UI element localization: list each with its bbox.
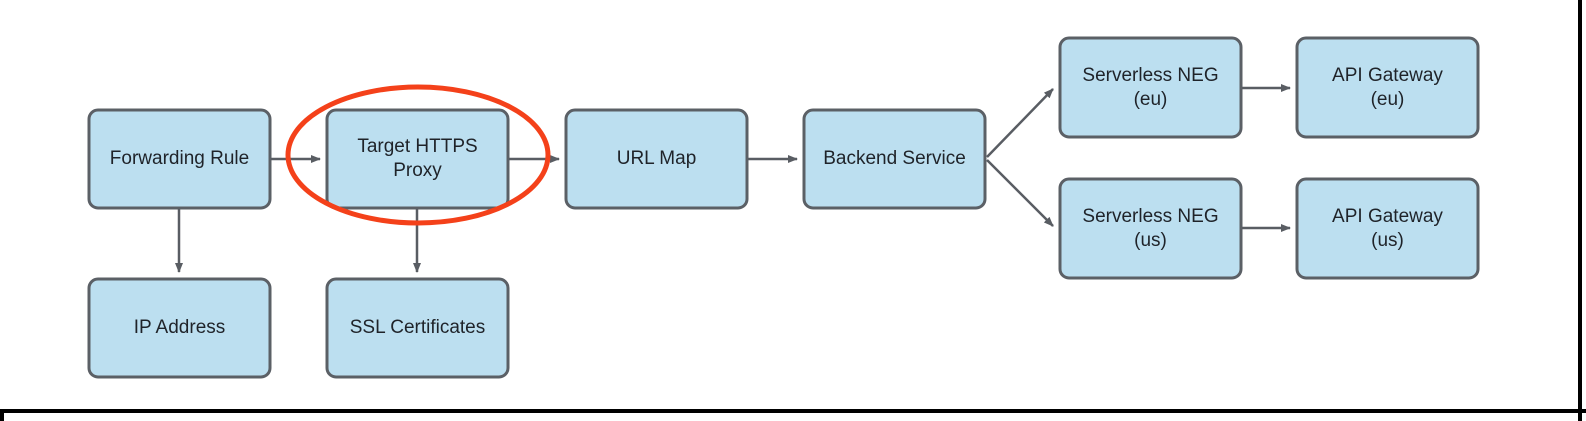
node-shape-forwarding-rule[interactable]: [87, 108, 272, 210]
node-api-gateway-eu[interactable]: [1295, 36, 1480, 139]
frame-bottom-border: [0, 409, 1586, 413]
node-serverless-neg-us[interactable]: [1058, 177, 1243, 280]
node-forwarding-rule[interactable]: [87, 108, 272, 210]
node-shape-serverless-neg-eu[interactable]: [1058, 36, 1243, 139]
node-shape-target-https-proxy[interactable]: [325, 108, 510, 210]
node-url-map[interactable]: [564, 108, 749, 210]
node-shape-ip-address[interactable]: [87, 277, 272, 379]
node-target-https-proxy[interactable]: [325, 108, 510, 210]
frame-left-border: [0, 409, 4, 421]
frame-right-border: [1578, 0, 1582, 421]
edge-backend-to-neg-eu: [986, 88, 1054, 158]
edge-backend-to-neg-us: [986, 159, 1054, 227]
node-shape-api-gateway-eu[interactable]: [1295, 36, 1480, 139]
node-ssl-certificates[interactable]: [325, 277, 510, 379]
node-api-gateway-us[interactable]: [1295, 177, 1480, 280]
highlight-ellipse-annotation: [285, 84, 551, 226]
node-shape-ssl-certificates[interactable]: [325, 277, 510, 379]
node-serverless-neg-eu[interactable]: [1058, 36, 1243, 139]
node-backend-service[interactable]: [802, 108, 987, 210]
node-shape-url-map[interactable]: [564, 108, 749, 210]
node-shape-backend-service[interactable]: [802, 108, 987, 210]
node-shape-serverless-neg-us[interactable]: [1058, 177, 1243, 280]
node-ip-address[interactable]: [87, 277, 272, 379]
node-shape-api-gateway-us[interactable]: [1295, 177, 1480, 280]
